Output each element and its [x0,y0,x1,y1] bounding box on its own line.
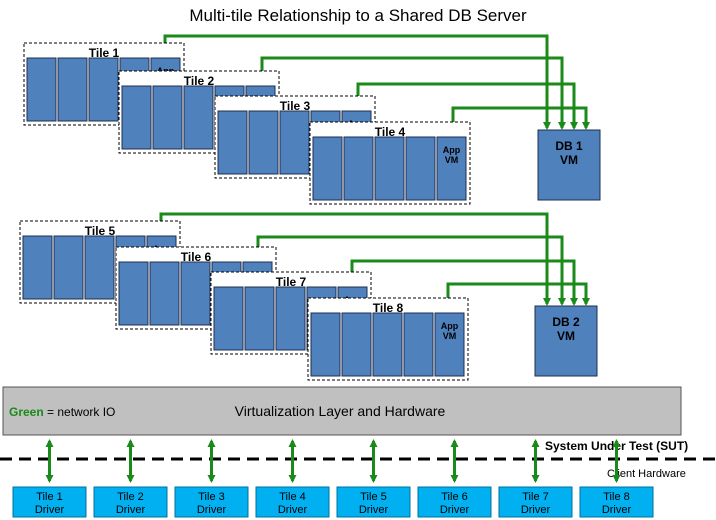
driver-box [174,486,249,518]
tile-label: Tile 7 [276,275,307,289]
vm-block [26,57,57,122]
driver-box [93,486,168,518]
vm-block [180,261,211,326]
tile-label: Tile 6 [181,250,212,264]
legend-network-io: Green = network IO [9,405,115,419]
tile-label: Tile 4 [375,125,406,139]
driver-box [417,486,492,518]
vm-block [57,57,88,122]
driver-label: Driver [359,504,389,516]
virtualization-layer [2,386,682,436]
db-vm-block [534,305,598,377]
driver-box [498,486,573,518]
driver-label: Driver [521,504,551,516]
driver-label: Tile 6 [441,491,468,503]
tile-label: Tile 5 [85,224,116,238]
driver-label: Tile 2 [117,491,144,503]
driver-label: Driver [35,504,65,516]
driver-label: Driver [602,504,632,516]
vm-block [248,110,279,175]
vm-block [88,57,119,122]
vm-block [53,235,84,300]
db-label: DB 1 [555,139,583,153]
virtualization-layer-label: Virtualization Layer and Hardware [235,403,446,419]
driver-label: Driver [197,504,227,516]
tile-label: Tile 8 [373,301,404,315]
driver-label: Tile 8 [603,491,630,503]
driver-box [255,486,330,518]
vm-block [22,235,53,300]
vm-block [372,312,403,377]
driver-box [336,486,411,518]
vm-block [341,312,372,377]
vm-block [343,136,374,201]
app-vm-label: VM [443,331,457,341]
vm-block [149,261,180,326]
db-server-1: DB 1VM [537,129,601,201]
db-label: VM [560,153,578,167]
app-vm-label: App [441,321,459,331]
driver-label: Driver [440,504,470,516]
diagram-title: Multi-tile Relationship to a Shared DB S… [189,6,527,25]
vm-block [217,110,248,175]
driver-label: Tile 1 [36,491,63,503]
tile-label: Tile 3 [280,99,311,113]
driver-label: Tile 7 [522,491,549,503]
network-io-arrow-tile-3 [354,82,578,130]
tile-label: Tile 1 [89,46,120,60]
driver-label: Tile 4 [279,491,306,503]
driver-box [12,486,87,518]
db-vm-block [537,129,601,201]
driver-label: Tile 3 [198,491,225,503]
vm-block [403,312,434,377]
tile-label: Tile 2 [184,74,215,88]
vm-block [118,261,149,326]
vm-block [374,136,405,201]
vm-block [244,286,275,351]
driver-label: Driver [278,504,308,516]
vm-block [152,85,183,150]
vm-block [183,85,214,150]
vm-block [275,286,306,351]
driver-label: Tile 5 [360,491,387,503]
app-vm-block [434,312,465,377]
db-server-2: DB 2VM [534,305,598,377]
vm-block [121,85,152,150]
client-hardware-label: Client Hardware [607,468,686,480]
db-label: VM [557,329,575,343]
app-vm-block [436,136,467,201]
app-vm-label: VM [445,155,459,165]
vm-block [279,110,310,175]
vm-block [312,136,343,201]
tile-group-6: Tile 6AppVM [115,246,277,330]
vm-block [310,312,341,377]
vm-block [405,136,436,201]
driver-box [579,486,654,518]
app-vm-label: App [443,145,461,155]
driver-label: Driver [116,504,146,516]
vm-block [84,235,115,300]
vm-block [213,286,244,351]
db-label: DB 2 [552,315,580,329]
